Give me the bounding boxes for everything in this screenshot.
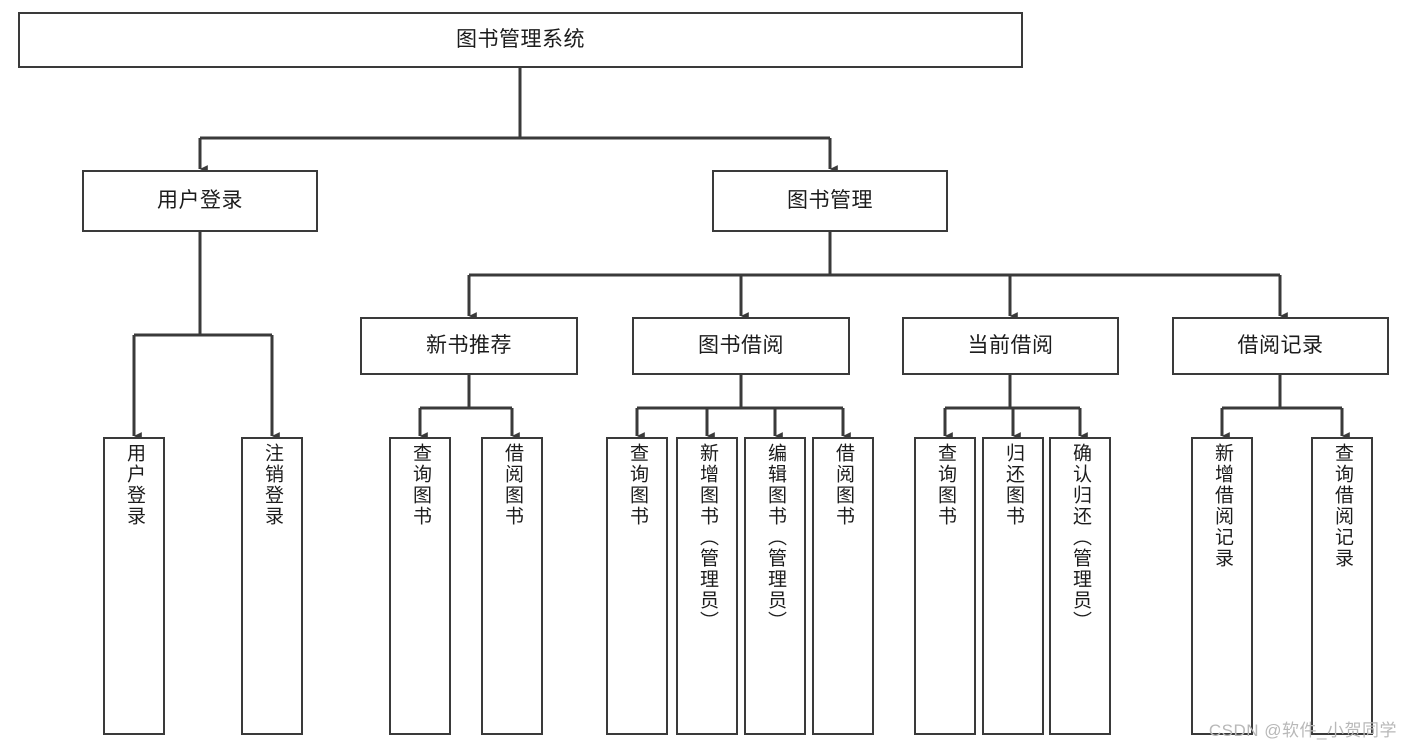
node-label: 查询图书	[626, 443, 648, 527]
node-label: 查询图书	[934, 443, 956, 527]
node-leaf-return-book[interactable]: 归还图书	[982, 437, 1044, 735]
node-label: 新增图书（管理员）	[696, 443, 718, 632]
node-label: 查询图书	[409, 443, 431, 527]
node-label: 注销登录	[261, 443, 283, 527]
node-label: 用户登录	[157, 188, 243, 212]
node-leaf-query-borrow-record[interactable]: 查询借阅记录	[1311, 437, 1373, 735]
node-label: 新书推荐	[426, 333, 512, 357]
node-leaf-borrow-book[interactable]: 借阅图书	[812, 437, 874, 735]
node-leaf-add-borrow-record[interactable]: 新增借阅记录	[1191, 437, 1253, 735]
node-label: 归还图书	[1002, 443, 1024, 527]
node-leaf-query-book-borrow[interactable]: 查询图书	[606, 437, 668, 735]
node-book-manage[interactable]: 图书管理	[712, 170, 948, 232]
node-label: 新增借阅记录	[1211, 443, 1233, 569]
node-label: 编辑图书（管理员）	[764, 443, 786, 632]
node-book-borrow[interactable]: 图书借阅	[632, 317, 850, 375]
node-new-book-recommend[interactable]: 新书推荐	[360, 317, 578, 375]
node-label: 用户登录	[123, 443, 145, 527]
node-label: 图书管理	[787, 188, 873, 212]
node-label: 图书管理系统	[456, 27, 585, 51]
node-label: 借阅图书	[501, 443, 523, 527]
node-leaf-edit-book-admin[interactable]: 编辑图书（管理员）	[744, 437, 806, 735]
node-leaf-logout-login[interactable]: 注销登录	[241, 437, 303, 735]
node-label: 查询借阅记录	[1331, 443, 1353, 569]
node-borrow-record[interactable]: 借阅记录	[1172, 317, 1389, 375]
node-leaf-borrow-book-rec[interactable]: 借阅图书	[481, 437, 543, 735]
node-leaf-add-book-admin[interactable]: 新增图书（管理员）	[676, 437, 738, 735]
node-label: 借阅图书	[832, 443, 854, 527]
node-label: 当前借阅	[967, 333, 1054, 357]
node-leaf-query-book-rec[interactable]: 查询图书	[389, 437, 451, 735]
connector-lines	[132, 68, 1350, 440]
node-user-login[interactable]: 用户登录	[82, 170, 318, 232]
node-root[interactable]: 图书管理系统	[18, 12, 1023, 68]
node-leaf-confirm-return-admin[interactable]: 确认归还（管理员）	[1049, 437, 1111, 735]
node-current-borrow[interactable]: 当前借阅	[902, 317, 1119, 375]
node-label: 借阅记录	[1237, 333, 1324, 357]
node-label: 确认归还（管理员）	[1069, 443, 1091, 632]
node-label: 图书借阅	[698, 333, 784, 357]
node-leaf-user-login[interactable]: 用户登录	[103, 437, 165, 735]
node-leaf-query-book-current[interactable]: 查询图书	[914, 437, 976, 735]
